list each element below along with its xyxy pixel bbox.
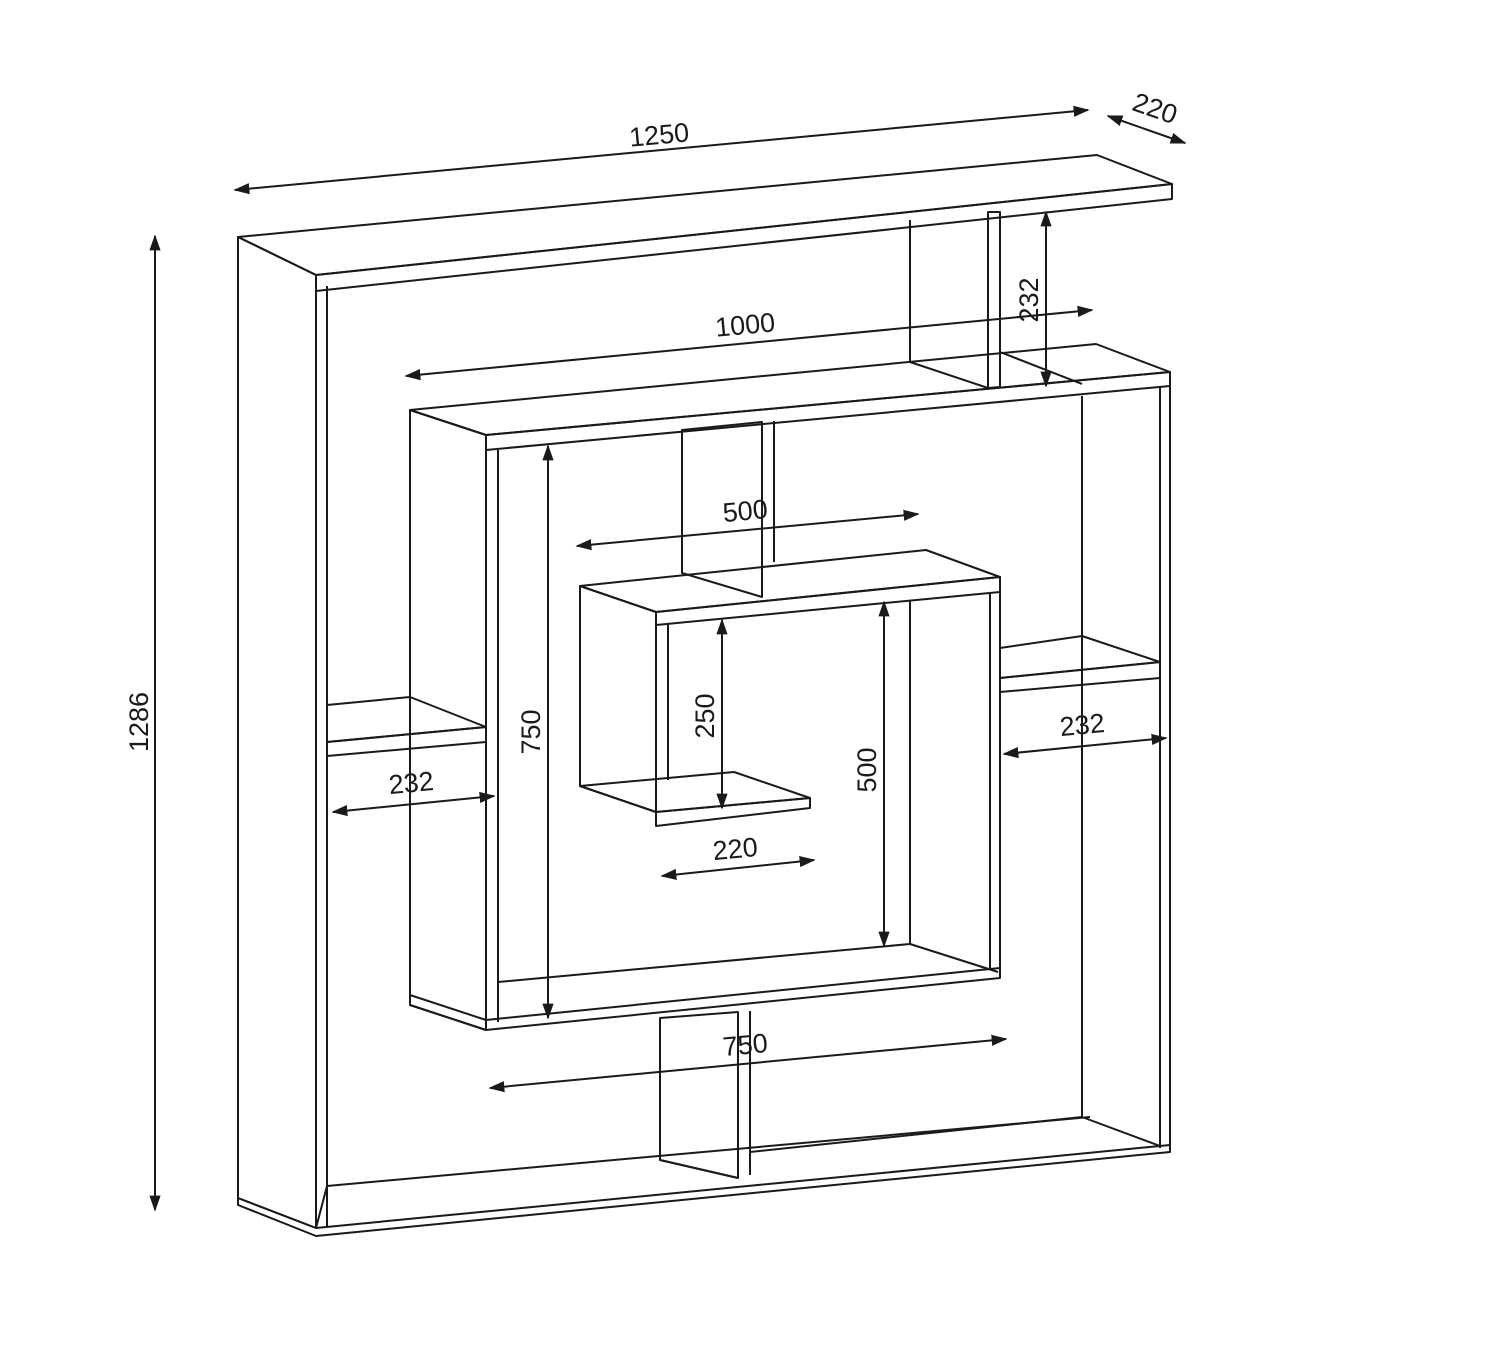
right-side-panel [1081, 384, 1171, 1152]
dim-line-small-box-depth [660, 855, 816, 881]
dim-line-inner-frame-width [404, 305, 1094, 381]
dim-line-right-side-shelf-width [1002, 733, 1168, 759]
label-right-side-shelf-width: 232 [1058, 708, 1106, 742]
shelf-unit [237, 154, 1173, 1237]
dimension-labels: 1250 220 1286 1000 232 500 232 750 250 5… [124, 87, 1181, 1062]
label-small-box-depth: 220 [711, 832, 759, 866]
dimension-lines [149, 105, 1187, 1212]
label-bottom-span-width: 750 [721, 1028, 769, 1062]
top-board [237, 154, 1173, 292]
label-top-compartment-height: 232 [1014, 277, 1044, 322]
dim-line-bottom-span-width [488, 1034, 1008, 1093]
label-inner-frame-height: 750 [516, 709, 546, 754]
label-center-box-height: 500 [852, 747, 882, 792]
second-frame-left [409, 409, 499, 1031]
left-side-panel [237, 236, 328, 1229]
label-small-box-height: 250 [690, 693, 720, 738]
center-box [579, 549, 1001, 978]
label-inner-frame-width: 1000 [714, 307, 777, 342]
label-overall-height: 1286 [124, 692, 154, 752]
small-box [579, 585, 811, 827]
label-center-box-width: 500 [721, 494, 769, 528]
dim-line-center-box-width [575, 509, 920, 551]
dim-line-overall-width [233, 105, 1090, 195]
label-depth: 220 [1129, 87, 1181, 130]
dim-line-depth [1106, 115, 1187, 144]
second-board [409, 343, 1171, 451]
left-middle-shelf [326, 696, 487, 757]
label-left-side-shelf-width: 232 [387, 766, 435, 800]
label-overall-width: 1250 [628, 117, 691, 152]
right-middle-shelf [999, 635, 1161, 693]
bottom-board [237, 1116, 1171, 1237]
dim-line-left-side-shelf-width [331, 791, 496, 817]
